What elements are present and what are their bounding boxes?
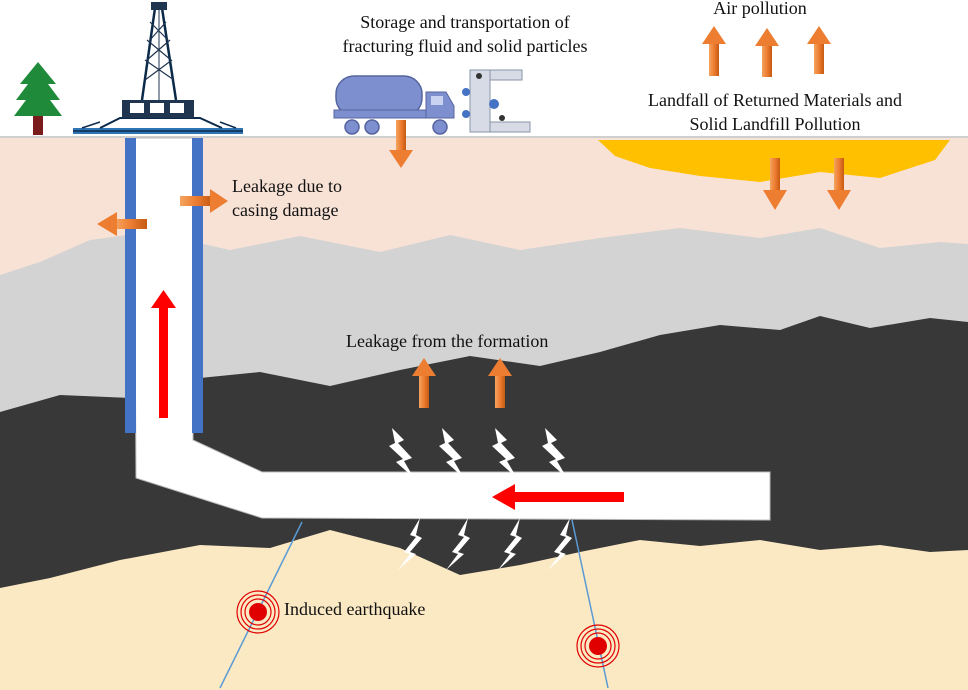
earthquake-icon — [236, 590, 280, 634]
casing-leak-label-line2: casing damage — [232, 200, 339, 220]
leak-arrows — [97, 26, 851, 408]
casing-leak-label: Leakage due to casing damage — [232, 174, 342, 222]
storage-label-line1: Storage and transportation of — [360, 12, 570, 32]
casing-left — [125, 138, 136, 433]
air-pollution-arrow — [755, 28, 779, 77]
flow-arrow-up — [151, 290, 176, 418]
drilling-rig-icon — [73, 2, 243, 134]
air-pollution-arrow — [807, 26, 831, 74]
landfall-label: Landfall of Returned Materials and Solid… — [620, 88, 930, 136]
formation-leak-arrow — [412, 358, 436, 408]
formation-leak-arrow — [488, 358, 512, 408]
fracture-bolt-icon — [492, 428, 517, 478]
flow-arrow-left — [492, 484, 624, 510]
casing-leak-label-line1: Leakage due to — [232, 176, 342, 196]
air-pollution-arrow — [702, 26, 726, 76]
storage-unit-icon — [462, 69, 531, 133]
fracture-bolt-icon — [398, 518, 422, 570]
tree-icon — [14, 62, 62, 135]
storage-label-line2: fracturing fluid and solid particles — [342, 36, 588, 56]
landfall-label-line1: Landfall of Returned Materials and — [648, 90, 902, 110]
formation-leak-label: Leakage from the formation — [346, 331, 549, 351]
fracture-bolt-icon — [498, 518, 522, 570]
casing-leak-arrow-left — [97, 212, 147, 236]
tanker-truck-icon — [333, 75, 455, 135]
storage-label: Storage and transportation of fracturing… — [300, 10, 630, 58]
fracture-bolt-icon — [548, 518, 572, 570]
landfill-leak-arrow — [763, 158, 787, 210]
fracture-bolt-icon — [439, 428, 464, 478]
bottom-layer — [0, 530, 968, 690]
earthquake-label: Induced earthquake — [284, 599, 426, 619]
air-pollution-label: Air pollution — [713, 0, 807, 18]
fracture-icons — [389, 428, 572, 570]
fault-line-right — [571, 519, 609, 689]
earthquake-icon — [576, 624, 620, 668]
storage-leak-arrow — [389, 120, 413, 168]
casing-right — [192, 138, 203, 433]
fracture-bolt-icon — [542, 428, 567, 478]
fracture-bolt-icon — [446, 518, 470, 570]
landfall-label-line2: Solid Landfill Pollution — [689, 114, 861, 134]
casing-leak-arrow-right — [180, 189, 228, 213]
landfill-leak-arrow — [827, 158, 851, 210]
fracture-bolt-icon — [389, 428, 414, 478]
